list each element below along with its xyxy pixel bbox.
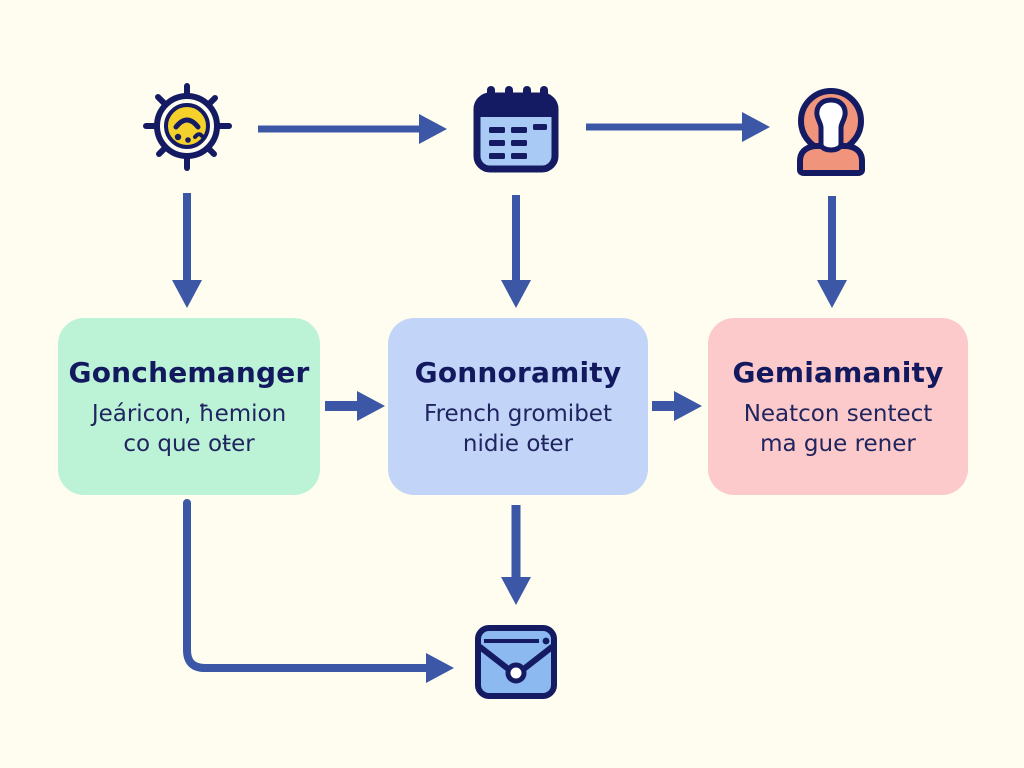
arrow-node1-to-envelope bbox=[183, 499, 454, 683]
node-subtitle: Jeáricon, ħemion co que oŧer bbox=[92, 399, 286, 459]
node-subtitle-line2: co que oŧer bbox=[123, 431, 255, 457]
node-gemiamanity: Gemiamanity Neatcon sentect ma gue rener bbox=[708, 318, 968, 495]
node-subtitle: French gromibet nidie oŧer bbox=[424, 399, 612, 459]
node-gonnoramity: Gonnoramity French gromibet nidie oŧer bbox=[388, 318, 648, 495]
envelope-icon bbox=[468, 614, 564, 710]
node-title: Gemiamanity bbox=[732, 356, 944, 389]
node-subtitle-line1: Jeáricon, ħemion bbox=[91, 401, 287, 427]
node-subtitle: Neatcon sentect ma gue rener bbox=[744, 399, 933, 459]
person-icon bbox=[783, 83, 879, 179]
node-subtitle-line2: nidie oŧer bbox=[462, 431, 574, 457]
calendar-icon bbox=[468, 83, 564, 179]
node-title: Gonchemanger bbox=[68, 356, 310, 389]
node-subtitle-line1: French gromibet bbox=[424, 401, 612, 427]
node-subtitle-line1: Neatcon sentect bbox=[743, 401, 933, 427]
node-title: Gonnoramity bbox=[414, 356, 622, 389]
node-subtitle-line2: ma gue rener bbox=[760, 431, 916, 457]
sun-icon bbox=[139, 80, 235, 176]
node-gonchemanger: Gonchemanger Jeáricon, ħemion co que oŧe… bbox=[58, 318, 320, 495]
